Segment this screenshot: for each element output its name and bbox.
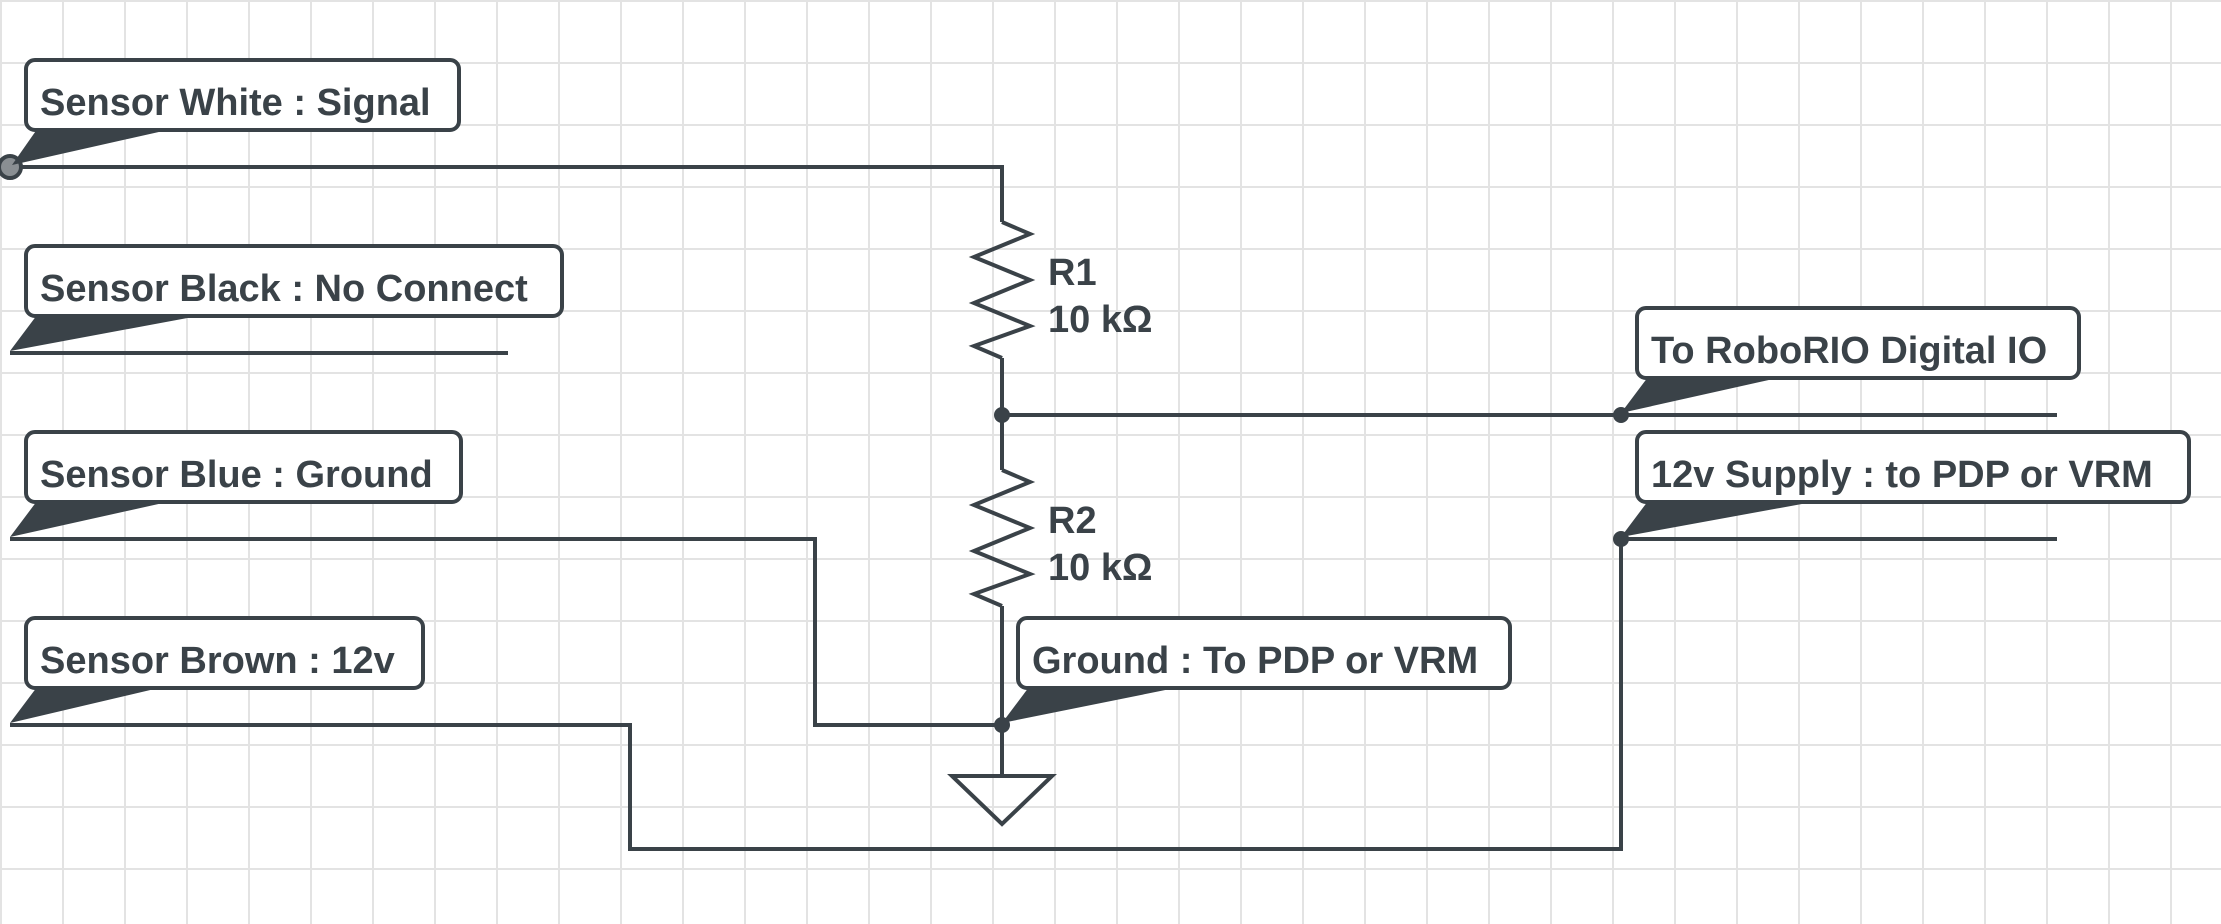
- net-label-box: [1635, 430, 2191, 504]
- wire-ground[interactable]: [10, 537, 1002, 727]
- net-label-text: Ground : To PDP or VRM: [1032, 640, 1478, 682]
- ground-symbol-icon[interactable]: [947, 774, 1057, 827]
- net-label-text: 12v Supply : to PDP or VRM: [1651, 454, 2153, 496]
- net-label-box: [24, 616, 425, 690]
- wires: [10, 165, 2057, 851]
- net-label-text: Sensor Brown : 12v: [40, 640, 395, 682]
- resistor-r1-icon[interactable]: [968, 220, 1036, 360]
- net-label-text: To RoboRIO Digital IO: [1651, 330, 2047, 372]
- net-label-sensor-brown[interactable]: Sensor Brown : 12v: [10, 616, 425, 723]
- net-label-box: [24, 58, 461, 132]
- net-label-box: [1635, 306, 2081, 380]
- net-label-flag-icon: [10, 497, 190, 537]
- net-label-box: [1016, 616, 1512, 690]
- net-label-sensor-white[interactable]: Sensor White : Signal: [12, 58, 461, 165]
- net-label-sensor-blue[interactable]: Sensor Blue : Ground: [10, 430, 463, 537]
- net-label-flag-icon: [10, 311, 225, 351]
- net-label-flag-icon: [12, 125, 190, 165]
- wire-12v[interactable]: [10, 537, 2057, 851]
- net-label-flag-icon: [1621, 497, 1840, 537]
- net-label-text: Sensor White : Signal: [40, 82, 431, 124]
- net-label-box: [24, 244, 564, 318]
- r1-designator: R1: [1048, 252, 1097, 294]
- net-label-ground[interactable]: Ground : To PDP or VRM: [1002, 616, 1512, 723]
- net-label-sensor-black[interactable]: Sensor Black : No Connect: [10, 244, 564, 351]
- r2-value: 10 kΩ: [1048, 547, 1152, 589]
- net-label-flag-icon: [10, 683, 180, 723]
- wire-signal[interactable]: [10, 165, 1004, 222]
- junction-dot: [994, 407, 1010, 423]
- net-label-flag-icon: [1002, 683, 1200, 723]
- net-label-box: [24, 430, 463, 504]
- net-label-flag-icon: [1621, 373, 1800, 413]
- net-label-text: Sensor Black : No Connect: [40, 268, 528, 310]
- net-label-text: Sensor Blue : Ground: [40, 454, 433, 496]
- r2-designator: R2: [1048, 500, 1097, 542]
- resistor-r2-icon[interactable]: [968, 468, 1036, 608]
- net-label-supply[interactable]: 12v Supply : to PDP or VRM: [1621, 430, 2191, 537]
- r1-value: 10 kΩ: [1048, 299, 1152, 341]
- net-label-roborio[interactable]: To RoboRIO Digital IO: [1621, 306, 2081, 413]
